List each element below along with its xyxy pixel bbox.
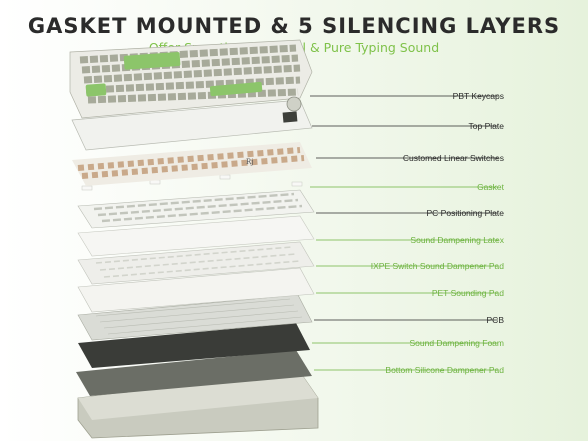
layer-label-latex: Sound Dampening Latex	[410, 235, 504, 245]
page-title: GASKET MOUNTED & 5 SILENCING LAYERS	[27, 14, 561, 38]
layer-label-switches: Customed Linear Switches	[402, 153, 504, 163]
layer-label-pbt-keycaps: PBT Keycaps	[452, 91, 504, 101]
pet-pad-layer	[77, 267, 315, 313]
switches-layer	[72, 142, 312, 186]
layer-label-foam: Sound Dampening Foam	[409, 338, 504, 348]
layer-label-pcb: PCB	[486, 315, 504, 325]
layer-label-gasket: Gasket	[477, 182, 504, 192]
layer-label-pc-plate: PC Positioning Plate	[426, 208, 505, 218]
pcb-layer	[77, 294, 313, 341]
layer-label-top-plate: Top Plate	[468, 121, 504, 131]
foam-layer	[78, 323, 310, 368]
layer-label-silicone-pad: Bottom Silicone Dampener Pad	[385, 365, 504, 375]
gasket-layer	[81, 174, 303, 191]
pc-plate-layer	[77, 189, 315, 229]
silicone-pad-layer	[76, 350, 312, 396]
layer-label-pet-pad: PET Sounding Pad	[431, 288, 504, 298]
brand-logo: Rj	[246, 158, 253, 166]
layer-label-ixpe-pad: IXPE Switch Sound Dampener Pad	[370, 261, 504, 271]
ixpe-pad-layer	[77, 241, 315, 285]
top-plate-layer: Rj	[71, 99, 313, 166]
keycaps-layer	[69, 39, 313, 119]
leader-lines	[310, 95, 498, 371]
latex-layer	[77, 215, 315, 257]
